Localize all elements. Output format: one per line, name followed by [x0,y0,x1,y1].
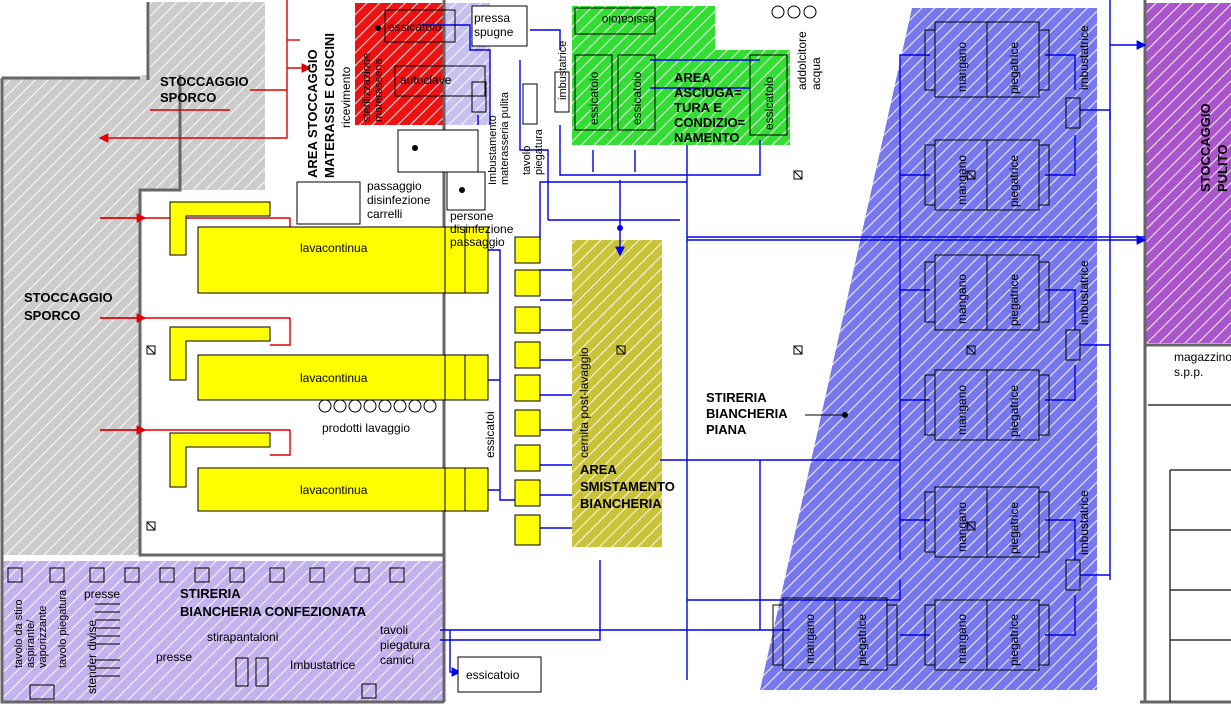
label-lavacontinua-2: lavacontinua [300,371,368,385]
label-tavolo-piegatura-sm: tavolo piegatura [57,589,69,668]
label-essicatoio-green-2: essicatoio [630,71,644,125]
structural-columns [146,170,976,531]
label-piegatrice-3: piegatrice [1007,274,1021,326]
label-piegatrice-6: piegatrice [1007,614,1021,666]
label-piegatrice-1: piegatrice [1007,42,1021,94]
label-lavacontinua-1: lavacontinua [300,241,368,255]
finishing-furniture [7,567,405,700]
label-essicatoio-green-1: essicatoio [587,71,601,125]
label-essicatoi: essicatoi [483,411,497,458]
label-mangano-4: mangano [955,385,969,435]
label-imbust-materasseria: Imbustamentomaterasseria pulita [487,91,511,185]
label-ricevimento: ricevimento [339,66,353,128]
label-sterilizzazione: sterilizzazionematerasseria [361,53,385,122]
label-imbustatrice-cap: Imbustatrice [290,658,356,672]
label-cernita: cernita post-lavaggio [577,347,591,458]
lavacontinua-2 [197,354,489,401]
label-imbustatrice-3: imbustatrice [1077,490,1091,555]
label-presse-2: presse [156,650,192,664]
ironing-lines [772,21,1081,671]
grey-area-left-hatch [2,75,180,555]
label-piegatrice-5: piegatrice [1007,502,1021,554]
label-essicatoio-bottom: essicatoio [466,668,520,682]
label-piegatrice-2: piegatrice [1007,155,1021,207]
washer-group [169,201,489,512]
label-mangano-6: mangano [955,614,969,664]
chemical-tanks [318,399,437,413]
label-tavolo-stiro: tavolo da stiroaspirante/vaporizzante [13,600,49,668]
label-stirapantaloni: stirapantaloni [207,630,278,644]
label-mangano-3: mangano [955,274,969,324]
label-imbustatrice-top: imbustatrice [557,41,569,100]
flow-lines [420,0,1147,680]
label-lavacontinua-3: lavacontinua [300,483,368,497]
feed-hopper-2 [169,326,271,381]
label-mangano-1: mangano [955,42,969,92]
label-autoclave: autoclave [400,73,452,87]
dryers-column [514,236,541,546]
feed-hopper-3 [169,432,271,488]
label-addolcitore: addolcitoreacqua [795,31,823,90]
feed-hopper-1 [169,201,271,256]
label-mangano-5: mangano [955,502,969,552]
label-essicatoio-red: essicatoio [388,20,442,34]
label-stender-divise: stender divise [85,620,99,694]
top-equipment [296,5,817,693]
label-essicatoio-green-3: essicatoio [762,76,776,130]
label-tavolo-piegatura: tavolopiegatura [521,128,545,175]
label-essicatoio-green-top: essicatoio [601,13,655,27]
lavacontinua-3 [197,467,489,512]
label-mangano-7: mangano [803,614,817,664]
label-imbustatrice-2: imbustatrice [1077,260,1091,325]
label-imbustatrice-1: imbustatrice [1077,25,1091,90]
label-piegatrice-7: piegatrice [855,614,869,666]
label-presse-1: presse [84,587,120,601]
label-mangano-2: mangano [955,155,969,205]
label-prodotti-lavaggio: prodotti lavaggio [322,421,410,435]
lavacontinua-1 [197,226,489,294]
label-piegatrice-4: piegatrice [1007,385,1021,437]
